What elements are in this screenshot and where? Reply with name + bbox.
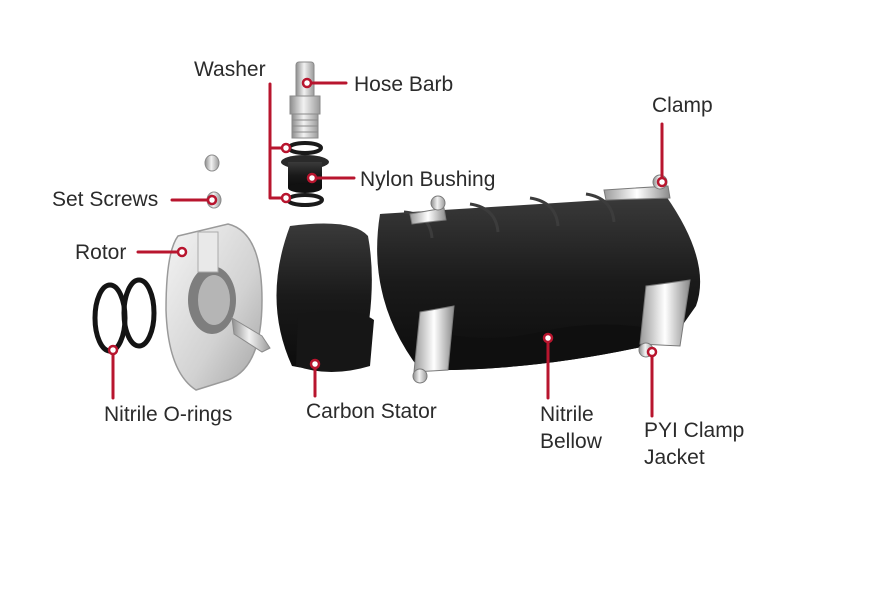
- label-nitrile-orings: Nitrile O-rings: [104, 403, 232, 426]
- label-pyi-clamp-jacket-1: PYI Clamp: [644, 419, 744, 442]
- label-carbon-stator: Carbon Stator: [306, 400, 437, 423]
- label-rotor: Rotor: [75, 241, 126, 264]
- label-clamp: Clamp: [652, 94, 713, 117]
- nitrile-orings-part: [92, 277, 157, 354]
- leader-lines: [107, 77, 668, 418]
- label-hose-barb: Hose Barb: [354, 73, 453, 96]
- leader-washer: [268, 82, 287, 200]
- label-set-screws: Set Screws: [52, 188, 158, 211]
- carbon-stator-part: [276, 223, 374, 372]
- label-nylon-bushing: Nylon Bushing: [360, 168, 495, 191]
- pyi-clamp-jacket-part: [409, 185, 691, 373]
- hose-barb-part: [289, 61, 321, 139]
- label-pyi-clamp-jacket-2: Jacket: [644, 446, 705, 469]
- label-nitrile-bellow-1: Nitrile: [540, 403, 594, 426]
- labels: Washer Hose Barb Clamp Nylon Bushing Set…: [52, 58, 744, 469]
- rotor-part: [165, 223, 271, 391]
- nylon-bushing-part: [281, 155, 329, 193]
- label-nitrile-bellow-2: Bellow: [540, 430, 603, 453]
- label-washer: Washer: [194, 58, 266, 81]
- set-screws-part: [204, 154, 222, 209]
